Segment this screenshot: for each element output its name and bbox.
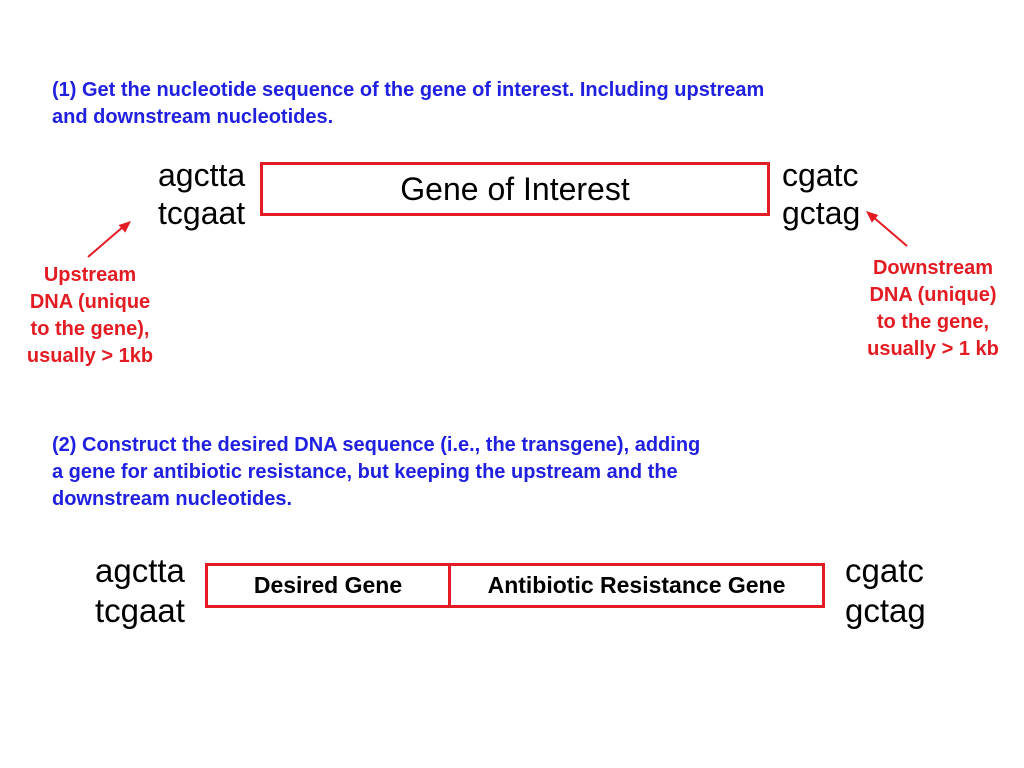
downstream-sequence-bottom-strand: gctag (782, 195, 861, 231)
upstream-sequence-bottom-strand: tcgaat (158, 195, 246, 231)
upstream-annotation-line: usually > 1kb (26, 345, 154, 367)
step2-instruction: (2) Construct the desired DNA sequence (… (52, 432, 700, 513)
antibiotic-resistance-gene-cell: Antibiotic Resistance Gene (448, 566, 822, 605)
downstream-sequence: cgatc gctag (782, 156, 860, 232)
downstream-annotation: Downstream DNA (unique) to the gene, usu… (843, 255, 1023, 363)
upstream-annotation-line: DNA (unique (29, 291, 151, 313)
downstream-sequence-top-strand: cgatc (782, 157, 859, 193)
gene-of-interest-label: Gene of Interest (400, 170, 630, 207)
upstream-arrow-icon (87, 221, 131, 258)
transgene-upstream-bottom-strand: tcgaat (95, 592, 185, 629)
desired-gene-cell: Desired Gene (208, 566, 448, 605)
upstream-annotation-line: Upstream (43, 264, 137, 286)
upstream-sequence: agctta tcgaat (158, 156, 245, 232)
step1-line-2: and downstream nucleotides. (52, 106, 334, 128)
desired-gene-label: Desired Gene (253, 572, 403, 598)
step2-line-2: a gene for antibiotic resistance, but ke… (52, 461, 678, 483)
downstream-annotation-line: usually > 1 kb (867, 338, 999, 360)
downstream-annotation-line: Downstream (872, 257, 994, 279)
transgene-downstream-sequence: cgatc gctag (845, 551, 926, 631)
downstream-annotation-line: to the gene, (876, 311, 990, 333)
upstream-sequence-top-strand: agctta (158, 157, 246, 193)
transgene-upstream-top-strand: agctta (95, 552, 185, 589)
upstream-annotation: Upstream DNA (unique to the gene), usual… (0, 262, 180, 370)
transgene-box: Desired Gene Antibiotic Resistance Gene (205, 563, 825, 608)
step1-instruction: (1) Get the nucleotide sequence of the g… (52, 77, 764, 131)
step1-line-1: (1) Get the nucleotide sequence of the g… (52, 79, 765, 101)
transgene-downstream-bottom-strand: gctag (845, 592, 926, 629)
transgene-downstream-top-strand: cgatc (845, 552, 924, 589)
downstream-annotation-line: DNA (unique) (869, 284, 997, 306)
antibiotic-resistance-gene-label: Antibiotic Resistance Gene (487, 572, 786, 598)
transgene-upstream-sequence: agctta tcgaat (95, 551, 185, 631)
step2-line-1: (2) Construct the desired DNA sequence (… (52, 434, 701, 456)
step2-line-3: downstream nucleotides. (52, 488, 293, 510)
downstream-arrow-icon (866, 211, 908, 247)
upstream-annotation-line: to the gene), (30, 318, 150, 340)
gene-of-interest-box: Gene of Interest (260, 162, 770, 216)
